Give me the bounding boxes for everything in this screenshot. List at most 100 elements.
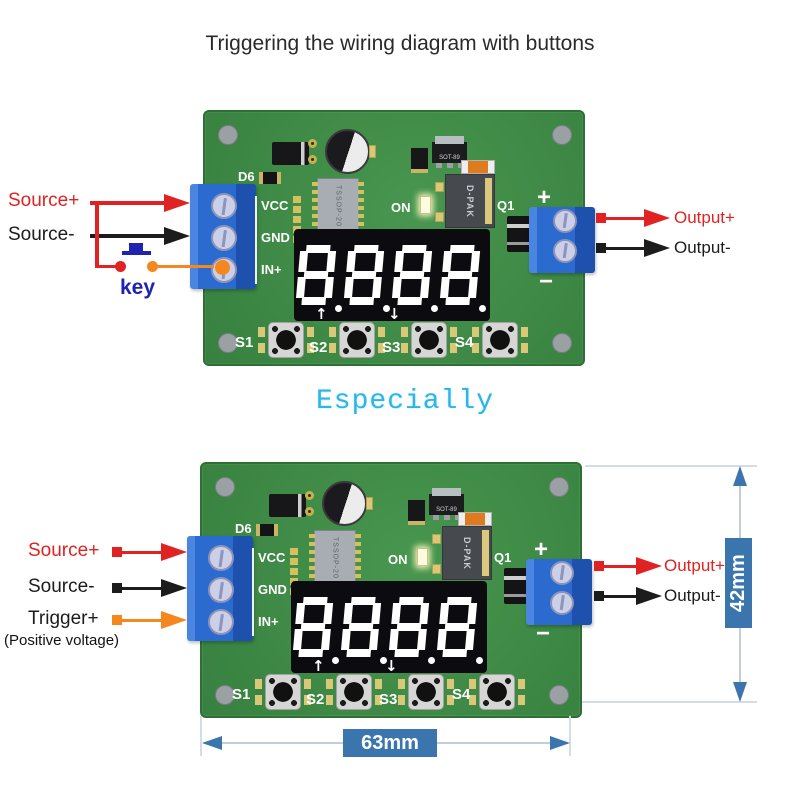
power-led (417, 548, 428, 566)
solder-pad (435, 212, 444, 222)
minus-label: − (539, 268, 554, 295)
dimension-arrow-up (733, 466, 747, 486)
sot89-label: SOT-89 (439, 155, 460, 161)
d6-label: D6 (238, 169, 255, 184)
terminal-block-output (526, 559, 592, 625)
pin-label-in: IN+ (261, 262, 282, 277)
pin-label-vcc: VCC (261, 198, 289, 213)
trigger-wire (152, 264, 214, 268)
pin-label-in: IN+ (258, 614, 279, 629)
wire-arrowhead (636, 587, 662, 605)
plus-label: + (537, 184, 552, 211)
wire-arrowhead (161, 611, 187, 629)
dpak-label: D-PAK (462, 536, 472, 570)
extension-line (582, 701, 757, 703)
button-label-s3: S3 (382, 339, 401, 356)
decimal-point (331, 657, 339, 664)
minus-label: − (536, 620, 551, 647)
mounting-hole (215, 685, 235, 705)
trigger-note: (Positive voltage) (4, 632, 120, 649)
source-plus-wire (118, 550, 166, 554)
output-minus-wire (598, 594, 640, 598)
button-label-s3: S3 (379, 691, 398, 708)
pcb-board: D6 TSSOP-20 ON SOT-89 D-PAK Q1 VCC GND I… (187, 462, 592, 718)
dimension-arrow-down (733, 682, 747, 702)
dpak-tab (485, 178, 492, 224)
dpak-tab (482, 530, 489, 576)
width-dimension-badge: 63mm (343, 729, 437, 757)
wire-arrowhead (164, 226, 190, 245)
key-label: key (120, 276, 156, 299)
on-label: ON (388, 552, 408, 567)
terminal-screw (211, 225, 237, 251)
ic-label: TSSOP-20 (334, 185, 342, 227)
d6-label: D6 (235, 521, 252, 536)
pin-label-gnd: GND (258, 582, 287, 597)
wire-stub (112, 547, 122, 557)
tact-button-s3 (398, 674, 454, 710)
silkscreen-bracket (255, 196, 257, 284)
output-minus-label: Output- (674, 238, 731, 257)
arrow-up-icon: ↑ (315, 305, 328, 323)
solder-pad-column (290, 548, 298, 596)
tact-button-s3 (401, 322, 457, 358)
wire-stub (112, 583, 122, 593)
wire-arrowhead (644, 209, 670, 227)
smd-resistor (461, 160, 495, 174)
button-label-s4: S4 (452, 686, 471, 703)
silkscreen-bracket (252, 548, 254, 636)
ic-label: TSSOP-20 (331, 537, 339, 579)
button-label-s1: S1 (235, 334, 254, 351)
via-pad (305, 507, 314, 516)
tact-button-s1 (258, 322, 314, 358)
decimal-point (382, 305, 390, 312)
extension-line (200, 716, 202, 756)
decimal-point (379, 657, 387, 664)
power-diode (272, 142, 309, 165)
terminal-screw (550, 561, 574, 585)
q1-label: Q1 (494, 550, 512, 565)
dimension-arrow-right (550, 736, 570, 750)
output-diode (507, 216, 533, 252)
key-branch-wire (95, 264, 121, 268)
seven-segment-display (291, 581, 487, 673)
dimension-arrow-left (202, 736, 222, 750)
via-pad (308, 155, 317, 164)
solder-pad (369, 145, 376, 158)
key-branch-wire (95, 201, 99, 268)
terminal-screw (550, 591, 574, 615)
output-plus-label: Output+ (664, 556, 725, 575)
trigger-plus-label: Trigger+ (28, 608, 99, 629)
display-digit (339, 597, 382, 657)
source-minus-wire (118, 586, 166, 590)
output-diode (504, 568, 530, 604)
terminal-screw (208, 577, 234, 603)
terminal-screw (211, 193, 237, 219)
arrow-down-icon: ↓ (385, 657, 398, 675)
tact-button-s4 (469, 674, 525, 710)
on-label: ON (391, 200, 411, 215)
tact-button-s2 (326, 674, 382, 710)
subtitle: Especially (315, 386, 495, 417)
power-led (420, 196, 431, 214)
sot89-label: SOT-89 (436, 507, 457, 513)
tssop-ic: TSSOP-20 (309, 530, 361, 586)
pin-label-vcc: VCC (258, 550, 286, 565)
decimal-point (478, 305, 486, 312)
tact-button-s4 (472, 322, 528, 358)
terminal-screw (208, 545, 234, 571)
display-digit (387, 597, 430, 657)
pcb-board: D6 TSSOP-20 ON SOT-89 D-PAK Q1 VCC GND I… (190, 110, 595, 366)
wire-stub (112, 615, 122, 625)
terminal-block-input (187, 536, 253, 641)
key-switch-symbol (129, 243, 143, 252)
dpak-mosfet: D-PAK (442, 526, 492, 580)
solder-pad (435, 182, 444, 192)
decimal-point (475, 657, 483, 664)
mounting-hole (218, 125, 238, 145)
source-plus-wire (90, 201, 168, 205)
mounting-hole (215, 477, 235, 497)
display-digit (438, 245, 481, 305)
electrolytic-capacitor (322, 481, 367, 526)
